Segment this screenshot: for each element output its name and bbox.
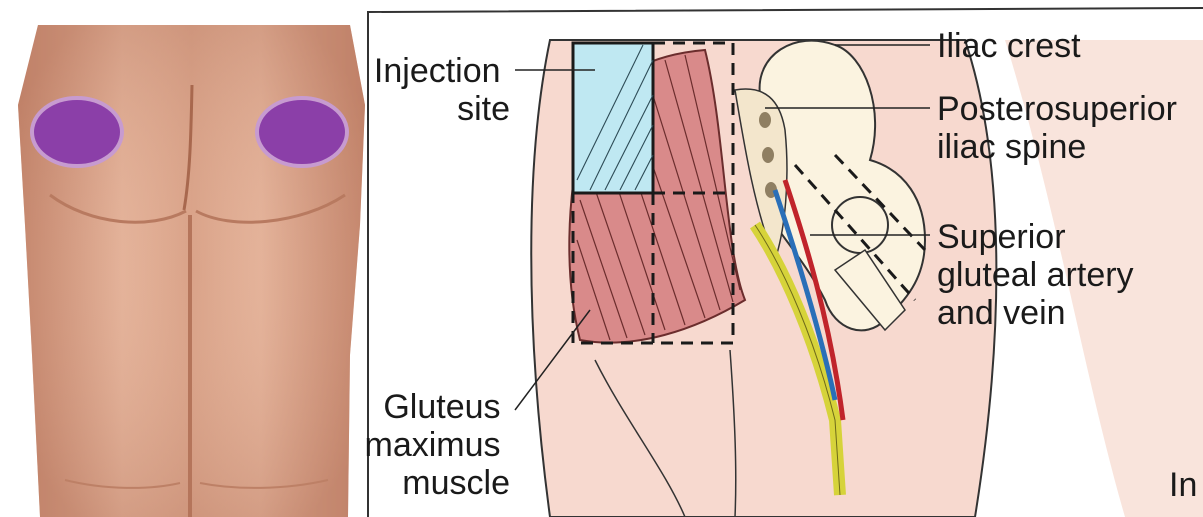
left-injection-marker [32, 98, 122, 166]
anatomy-diagram: Injection site Iliac crest Posterosuperi… [365, 0, 1203, 517]
femoral-head [832, 197, 888, 253]
label-gluteus-line-1: Gluteus [383, 388, 500, 426]
buttocks-photo [10, 25, 370, 517]
right-injection-marker [257, 98, 347, 166]
label-gluteus-line-3: muscle [402, 464, 510, 502]
sacral-foramen-1 [759, 112, 771, 128]
label-injection-site-line-2: site [457, 90, 510, 128]
label-injection-site: Injection site [374, 52, 510, 128]
label-superior-gluteal-line-3: and vein [937, 294, 1066, 332]
label-gluteus-line-2: maximus [365, 426, 501, 464]
label-injection-site-line-1: Injection [374, 52, 501, 90]
label-cut-off: In [1169, 466, 1197, 504]
label-superior-gluteal-line-1: Superior [937, 218, 1066, 256]
sacral-foramen-2 [762, 147, 774, 163]
label-gluteus-maximus-muscle: Gluteus maximus muscle [365, 388, 510, 502]
label-superior-gluteal-line-2: gluteal artery [937, 256, 1134, 294]
label-iliac-crest: Iliac crest [937, 27, 1081, 65]
label-posterosuperior-line-2: iliac spine [937, 128, 1086, 166]
label-posterosuperior-line-1: Posterosuperior [937, 90, 1177, 128]
